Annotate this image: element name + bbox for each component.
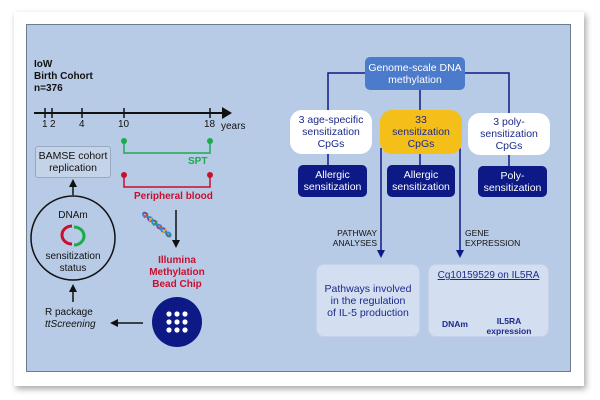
spt-label: SPT xyxy=(188,156,208,167)
rpackage-label: R package ttScreening xyxy=(45,307,96,330)
spt-bracket xyxy=(121,138,213,154)
cpg-il5ra-title: Cg10159529 on IL5RA xyxy=(437,270,540,281)
age-specific-cpgs-box: 3 age-specific sensitization CpGs xyxy=(290,110,372,154)
il5ra-expression-label: IL5RA expression xyxy=(486,316,532,336)
tick-label-18: 18 xyxy=(204,119,216,130)
gene-expression-label: GENE EXPRESSION xyxy=(465,228,521,248)
chip-label: Illumina Methylation Bead Chip xyxy=(149,255,205,290)
dnam-up-label: DNAm xyxy=(442,319,468,329)
poly-sensitization-cpgs-box: 3 poly- sensitization CpGs xyxy=(468,113,550,155)
linked-rings-icon xyxy=(60,224,86,247)
blood-label: Peripheral blood xyxy=(134,191,213,202)
tick-label-1: 1 xyxy=(42,119,48,130)
genome-methylation-box: Genome-scale DNA methylation xyxy=(365,57,465,90)
outcome-allergic-1: Allergic sensitization xyxy=(298,165,367,197)
dna-helix-icon xyxy=(142,211,172,238)
pathways-box: Pathways involved in the regulation of I… xyxy=(316,264,420,337)
timeline-axis xyxy=(34,107,232,119)
cohort-line1: IoW xyxy=(34,59,53,70)
blood-bracket xyxy=(121,172,213,188)
pathway-analyses-label: PATHWAY ANALYSES xyxy=(332,228,377,248)
tick-label-10: 10 xyxy=(118,119,130,130)
sensitization-cpgs-box: 33 sensitization CpGs xyxy=(380,110,462,154)
outcome-poly: Poly- sensitization xyxy=(478,166,547,197)
sensitization-status-label: sensitization status xyxy=(45,251,101,274)
gene-expression-box xyxy=(428,264,549,337)
cohort-line2: Birth Cohort xyxy=(34,71,93,82)
cohort-size: n=376 xyxy=(34,83,63,94)
dnam-circle xyxy=(30,195,116,281)
outcome-allergic-2: Allergic sensitization xyxy=(387,165,455,197)
tick-label-2: 2 xyxy=(50,119,56,130)
bamse-replication-box: BAMSE cohort replication xyxy=(35,146,111,178)
dnam-label: DNAm xyxy=(58,210,88,221)
tick-label-4: 4 xyxy=(79,119,85,130)
tree-connectors xyxy=(327,72,510,166)
bead-chip-icon xyxy=(152,297,202,347)
timeline-unit: years xyxy=(221,121,246,132)
